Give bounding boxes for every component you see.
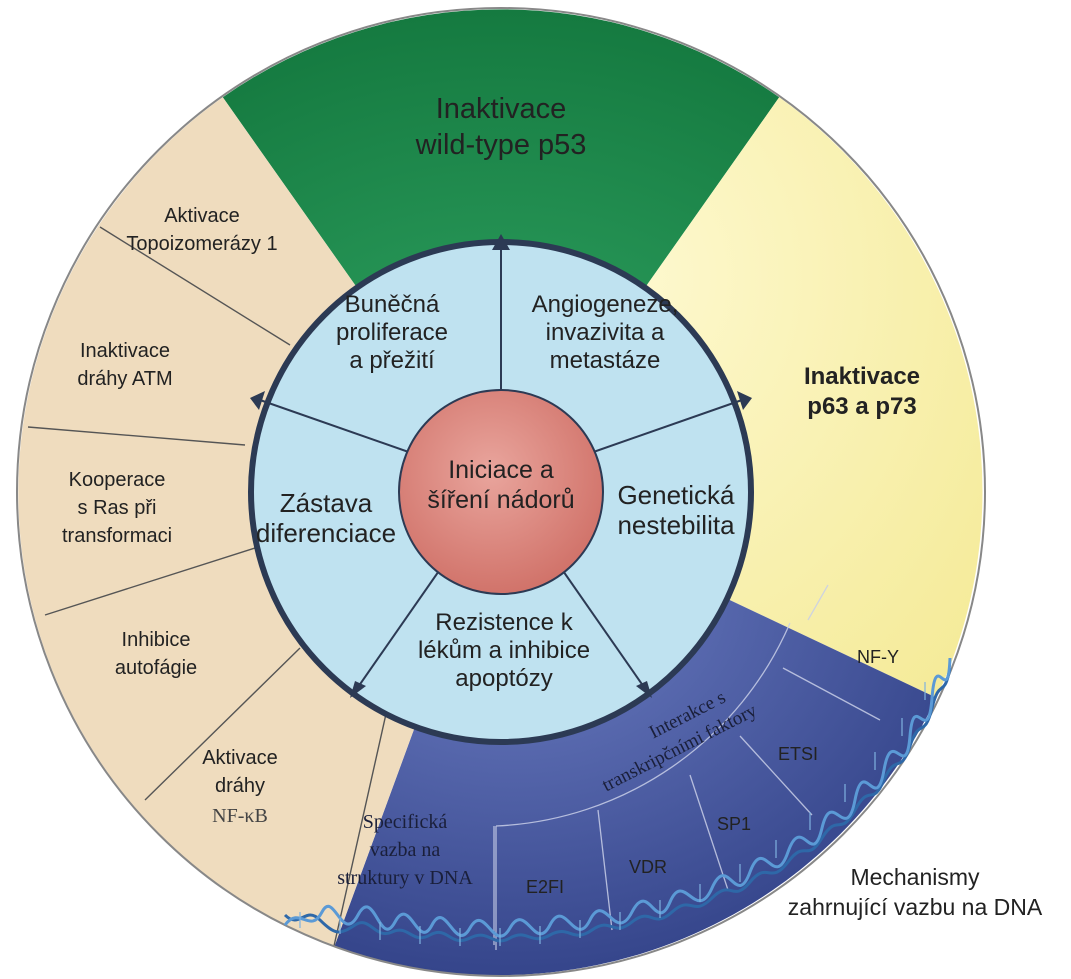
factor-etsi: ETSI [778,744,818,764]
ring-label-genetic: Genetická nestebilita [617,480,735,540]
tan-label-ras: Kooperace s Ras při transformaci [62,469,172,547]
svg-text:wild-type p53: wild-type p53 [415,129,587,161]
svg-text:Inhibice: Inhibice [122,629,191,651]
svg-text:apoptózy: apoptózy [455,665,552,692]
svg-text:Inaktivace: Inaktivace [436,93,567,125]
blue-label-specific: Specifická vazba na struktury v DNA [337,811,473,889]
svg-text:metastáze: metastáze [550,347,661,374]
svg-text:Aktivace: Aktivace [164,205,240,227]
svg-text:p63 a p73: p63 a p73 [807,393,916,420]
factor-vdr: VDR [629,857,667,877]
tan-label-autophagy: Inhibice autofágie [115,629,197,679]
factor-labels: NF-Y ETSI SP1 VDR E2FI [526,647,899,897]
ring-label-proliferation: Buněčná proliferace a přežití [336,291,448,374]
svg-text:Aktivace: Aktivace [202,747,278,769]
caption: Mechanismy zahrnující vazbu na DNA [788,864,1043,920]
svg-text:Specifická: Specifická [363,811,448,833]
svg-text:a přežití: a přežití [349,347,435,374]
svg-text:zahrnující vazbu na DNA: zahrnující vazbu na DNA [788,894,1043,920]
svg-text:Rezistence k: Rezistence k [435,609,573,636]
svg-text:dráhy: dráhy [215,775,265,797]
factor-sp1: SP1 [717,814,751,834]
tan-label-atm: Inaktivace dráhy ATM [77,340,172,390]
center-line-2: šíření nádorů [427,486,574,514]
svg-text:Buněčná: Buněčná [345,291,440,318]
svg-text:vazba na: vazba na [370,839,441,861]
svg-text:nestebilita: nestebilita [617,510,735,540]
svg-text:s Ras při: s Ras při [78,497,157,519]
dna-helix-icon [283,657,952,946]
svg-text:autofágie: autofágie [115,657,197,679]
outer-label-yellow: Inaktivace p63 a p73 [804,363,920,420]
center-node [398,389,604,595]
ring-label-differentiation: Zástava diferenciace [256,488,396,548]
svg-text:dráhy ATM: dráhy ATM [77,368,172,390]
tan-label-topoisomerase: Aktivace Topoizomerázy 1 [126,205,277,255]
svg-text:Inaktivace: Inaktivace [80,340,170,362]
svg-text:Kooperace: Kooperace [69,469,166,491]
svg-text:Inaktivace: Inaktivace [804,363,920,390]
svg-text:invazivita a: invazivita a [546,319,665,346]
svg-text:transformaci: transformaci [62,525,172,547]
svg-text:struktury v DNA: struktury v DNA [337,867,473,889]
svg-text:Zástava: Zástava [280,488,373,518]
svg-text:Angiogeneze,: Angiogeneze, [532,291,679,318]
ring-label-resistance: Rezistence k lékům a inhibice apoptózy [418,609,590,692]
outer-label-green: Inaktivace wild-type p53 [415,93,587,161]
svg-text:diferenciace: diferenciace [256,518,396,548]
center-label: Iniciace a šíření nádorů [427,456,574,514]
svg-text:Topoizomerázy 1: Topoizomerázy 1 [126,233,277,255]
svg-text:NF-κB: NF-κB [212,805,268,827]
tan-label-nfkb: Aktivace dráhy NF-κB [202,747,278,827]
inner-ring [248,234,754,745]
factor-nf-y: NF-Y [857,647,899,667]
svg-text:Genetická: Genetická [617,480,735,510]
center-line-1: Iniciace a [448,456,554,484]
svg-text:Mechanismy: Mechanismy [850,864,980,890]
svg-text:lékům a inhibice: lékům a inhibice [418,637,590,664]
svg-text:proliferace: proliferace [336,319,448,346]
ring-label-angiogenesis: Angiogeneze, invazivita a metastáze [532,291,679,374]
factor-e2fi: E2FI [526,877,564,897]
